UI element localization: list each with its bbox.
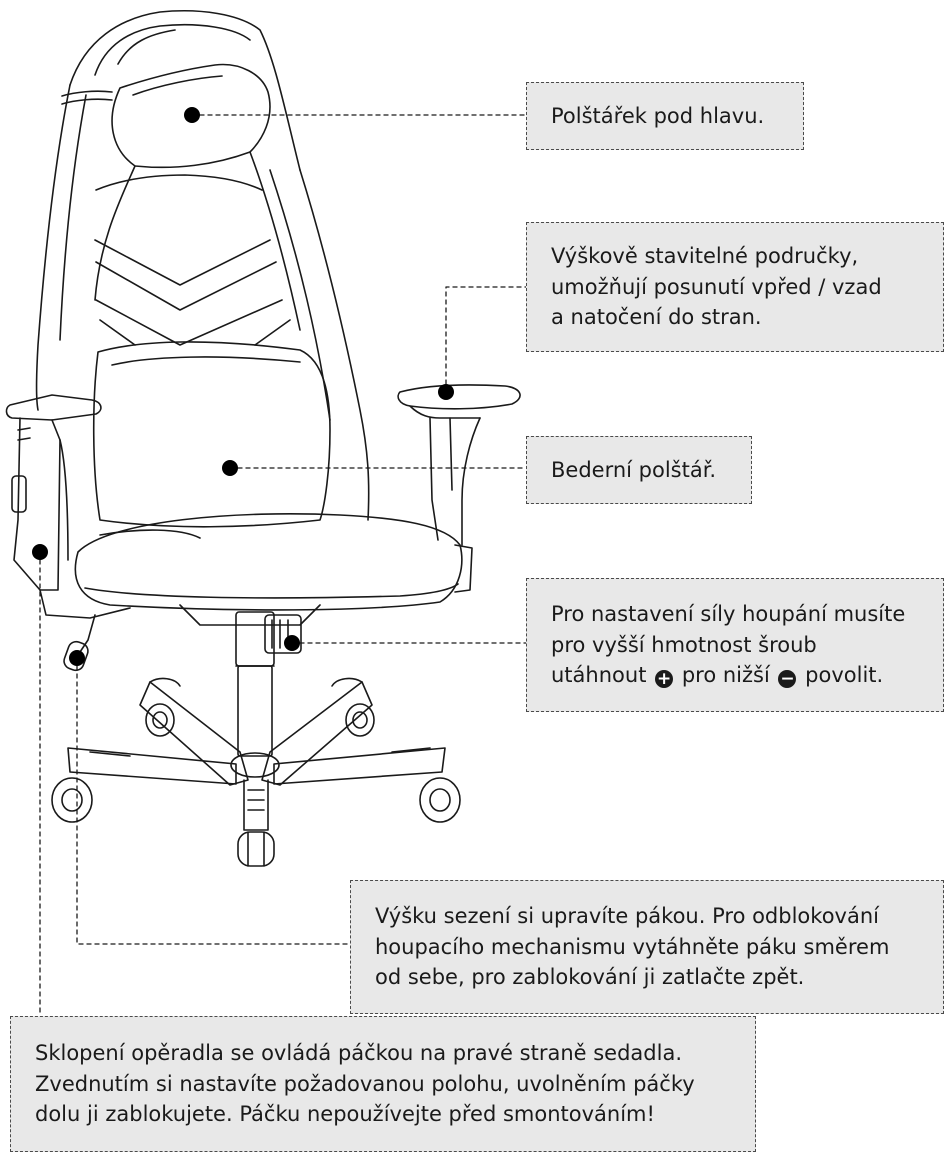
callout-tilt-text: Pro nastavení síly houpání musíte pro vy… — [551, 599, 905, 690]
callout-tilt-line3-middle: pro nižší — [682, 663, 770, 687]
callout-tilt-tension: Pro nastavení síly houpání musíte pro vy… — [526, 578, 944, 712]
callout-seat-height-text: Výšku sezení si upravíte pákou. Pro odbl… — [375, 901, 889, 992]
callout-headrest: Polštářek pod hlavu. — [526, 82, 804, 150]
minus-circle-icon: − — [778, 670, 796, 688]
casters — [52, 704, 460, 866]
callout-tilt-line3-before: utáhnout — [551, 663, 646, 687]
chair-base — [68, 679, 445, 830]
backrest-top — [70, 11, 300, 170]
callout-tilt-line1: Pro nastavení síly houpání musíte — [551, 602, 905, 626]
dot-marker-icon — [438, 384, 454, 400]
dot-marker-icon — [284, 635, 300, 651]
dot-marker-icon — [69, 650, 85, 666]
gas-lift — [236, 612, 274, 756]
callout-headrest-text: Polštářek pod hlavu. — [551, 101, 764, 131]
callout-backrest-line1: Sklopení opěradla se ovládá páčkou na pr… — [35, 1041, 682, 1065]
callout-armrest-line1: Výškově stavitelné područky, — [551, 244, 858, 268]
headrest-strap — [62, 91, 112, 104]
callout-lumbar-text: Bederní polštář. — [551, 455, 716, 485]
callout-armrest: Výškově stavitelné područky, umožňují po… — [526, 222, 944, 352]
plus-circle-icon: + — [655, 670, 673, 688]
callout-backrest-text: Sklopení opěradla se ovládá páčkou na pr… — [35, 1038, 695, 1129]
callout-lumbar: Bederní polštář. — [526, 436, 752, 504]
callout-tilt-line3-after: povolit. — [805, 663, 883, 687]
leader-seat-height — [77, 658, 350, 944]
dot-marker-icon — [222, 460, 238, 476]
callout-backrest-line2: Zvednutím si nastavíte požadovanou poloh… — [35, 1072, 695, 1096]
dot-marker-icon — [32, 544, 48, 560]
backrest — [37, 85, 369, 520]
left-armrest — [6, 395, 130, 618]
callout-tilt-line2: pro vyšší hmotnost šroub — [551, 633, 817, 657]
lumbar-pillow — [94, 342, 330, 527]
callout-backrest-tilt: Sklopení opěradla se ovládá páčkou na pr… — [10, 1016, 756, 1152]
callout-seat-height-line3: od sebe, pro zablokování ji zatlačte zpě… — [375, 965, 804, 989]
callout-backrest-line3: dolu ji zablokujete. Páčku nepoužívejte … — [35, 1102, 655, 1126]
callout-armrest-line2: umožňují posunutí vpřed / vzad — [551, 275, 882, 299]
callout-seat-height-line1: Výšku sezení si upravíte pákou. Pro odbl… — [375, 904, 879, 928]
callout-armrest-line3: a natočení do stran. — [551, 305, 762, 329]
right-armrest — [398, 385, 520, 592]
callout-seat-height: Výšku sezení si upravíte pákou. Pro odbl… — [350, 880, 944, 1014]
dot-marker-icon — [184, 107, 200, 123]
seat — [75, 514, 461, 610]
callout-seat-height-line2: houpacího mechanismu vytáhněte páku směr… — [375, 935, 889, 959]
callout-armrest-text: Výškově stavitelné područky, umožňují po… — [551, 241, 882, 332]
leader-armrest — [446, 287, 526, 392]
